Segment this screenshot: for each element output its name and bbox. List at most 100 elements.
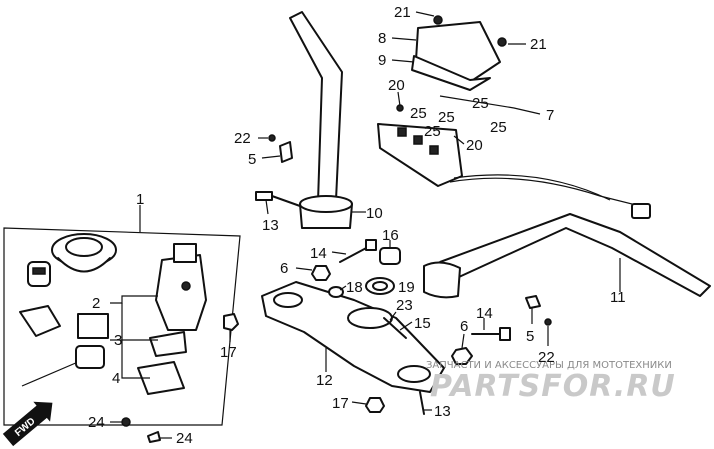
callout-6-b: 6	[460, 318, 468, 335]
ignition-switch-bolt	[181, 281, 191, 291]
watermark-logo: PARTSFOR.RU	[430, 369, 676, 404]
wiring-harness	[449, 177, 641, 207]
callout-1: 1	[136, 191, 144, 208]
callout-11: 11	[610, 289, 626, 306]
mounting-bracket	[137, 361, 185, 395]
callout-22-b: 22	[538, 349, 555, 366]
switch-base	[377, 123, 463, 187]
ignition-set-group: FWD	[2, 205, 241, 447]
callout-5-b: 5	[526, 328, 534, 345]
leader-14-a	[331, 251, 347, 255]
ring-19-hole	[372, 281, 388, 291]
ignition-cap-skirt	[57, 257, 111, 273]
clip-5	[279, 141, 293, 163]
leader-6-b	[461, 333, 465, 349]
callout-19: 19	[398, 279, 415, 296]
leader-20-b	[453, 135, 465, 145]
switch-contact-b	[413, 135, 423, 145]
leader-20-a	[397, 91, 401, 107]
ignition-key	[173, 243, 197, 263]
nut-17-b	[365, 397, 385, 413]
callout-21-b: 21	[530, 36, 547, 53]
callout-25-e: 25	[490, 119, 507, 136]
gasket-9	[411, 55, 491, 91]
leader-18	[339, 285, 347, 291]
watermark: ЗАПЧАСТИ И АКСЕССУАРЫ ДЛЯ МОТОТЕХНИКИ PA…	[426, 360, 676, 404]
callout-24-a: 24	[88, 414, 105, 431]
screw-22	[268, 134, 276, 142]
leader-23	[389, 311, 397, 321]
leader-6-a	[295, 267, 313, 271]
bolt-23	[383, 317, 407, 339]
seat-lock-bracket	[19, 305, 61, 337]
switch-housing-group	[377, 11, 651, 219]
callout-9: 9	[378, 52, 386, 69]
callout-15: 15	[414, 315, 431, 332]
clamp-16	[379, 247, 401, 265]
callout-2: 2	[92, 295, 100, 312]
left-handlebar-clamp-top	[299, 195, 353, 213]
callout-17-a: 17	[220, 344, 237, 361]
switch-contact-c	[429, 145, 439, 155]
watermark-tagline: ЗАПЧАСТИ И АКСЕССУАРЫ ДЛЯ МОТОТЕХНИКИ	[426, 360, 672, 371]
callout-21-a: 21	[394, 4, 411, 21]
right-handlebar-group	[423, 213, 711, 299]
bolt-14-b-head	[499, 327, 511, 341]
callout-25-d: 25	[424, 123, 441, 140]
callout-20-b: 20	[466, 137, 483, 154]
lock-plate	[149, 331, 187, 357]
callout-12: 12	[316, 372, 333, 389]
bridge-hole-right	[397, 365, 431, 383]
callout-25-c: 25	[438, 109, 455, 126]
leader-5-a	[261, 155, 281, 159]
clip-5-b	[525, 295, 541, 309]
lock-cylinder-slot	[32, 267, 46, 275]
leader-7	[439, 95, 541, 115]
leader-17-b	[351, 401, 367, 405]
callout-18: 18	[346, 279, 363, 296]
right-handlebar-clamp	[423, 261, 461, 299]
top-bridge-group	[223, 239, 552, 415]
bridge-hole-left	[273, 292, 303, 308]
screw-22-b	[544, 318, 552, 326]
leader-4	[121, 303, 150, 379]
left-handlebar-tube	[289, 11, 343, 203]
screw-21-a	[433, 15, 443, 25]
callout-14-b: 14	[476, 305, 493, 322]
leader-15	[399, 321, 413, 331]
nut-6-a	[311, 265, 331, 281]
callout-5-a: 5	[248, 151, 256, 168]
leader-2	[110, 295, 158, 304]
callout-25-b: 25	[410, 105, 427, 122]
callout-23: 23	[396, 297, 413, 314]
callout-3: 3	[114, 332, 122, 349]
washer-18	[328, 286, 344, 298]
leader-8	[391, 37, 417, 41]
ignition-cap-inner	[65, 237, 103, 257]
callout-4: 4	[112, 370, 120, 387]
screw-20-a	[396, 104, 404, 112]
callout-10: 10	[366, 205, 383, 222]
ignition-switch-body	[155, 254, 207, 331]
callout-22-a: 22	[234, 130, 251, 147]
callout-13-b: 13	[434, 403, 451, 420]
bolt-13-b	[419, 391, 425, 415]
bolt-13-head	[255, 191, 273, 201]
forward-arrow-icon: FWD	[2, 401, 53, 447]
callout-14-a: 14	[310, 245, 327, 262]
screw-24-a	[121, 417, 131, 427]
leader-13-a	[265, 199, 269, 215]
left-handlebar-group	[255, 11, 366, 229]
switch-block	[77, 313, 109, 339]
ignition-set-frame	[3, 227, 241, 426]
callout-24-b: 24	[176, 430, 193, 447]
callout-labels: 1 2 3 4 5 5 6 6 7 8 9 10 11 12 13 13 14 …	[88, 4, 626, 447]
key-grip	[75, 345, 105, 369]
nut-17-a	[223, 313, 239, 331]
right-handlebar-tube	[439, 213, 711, 297]
callout-6-a: 6	[280, 260, 288, 277]
key-cable	[21, 361, 79, 387]
bolt-13-shank	[271, 195, 301, 207]
screw-24-b	[147, 431, 161, 443]
callout-13-a: 13	[262, 217, 279, 234]
